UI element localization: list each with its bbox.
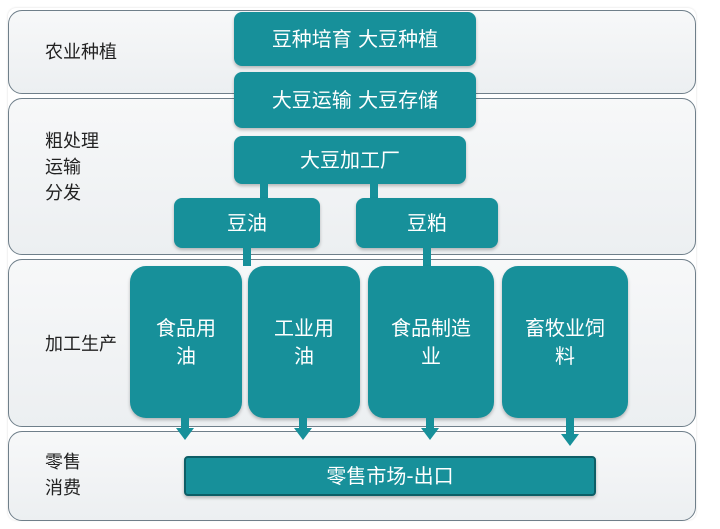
- band-label-consumption: 零售 消费: [45, 452, 81, 499]
- connector-oil-down: [243, 248, 251, 266]
- food-oil-box: 食品用 油: [130, 266, 242, 418]
- arrow-down-food-oil: [176, 428, 194, 440]
- transport-box: 大豆运输 大豆存储: [234, 72, 476, 128]
- band-label-distribution: 粗处理 运输 分发: [45, 131, 99, 204]
- soy-oil-box: 豆油: [174, 198, 320, 248]
- arrow-stem-food-manufacturing: [426, 418, 434, 430]
- arrow-stem-industrial-oil: [299, 418, 307, 430]
- arrow-down-industrial-oil: [294, 428, 312, 440]
- arrow-down-livestock-feed: [561, 434, 579, 446]
- band-distribution: 粗处理 运输 分发: [8, 98, 696, 255]
- retail-box: 零售市场-出口: [184, 456, 596, 496]
- arrow-stem-livestock-feed: [566, 418, 574, 436]
- food-manufacturing-box: 食品制造 业: [368, 266, 494, 418]
- livestock-feed-box: 畜牧业饲 料: [502, 266, 628, 418]
- soy-meal-box: 豆粕: [356, 198, 498, 248]
- connector-soy-meal: [370, 184, 378, 198]
- arrow-stem-food-oil: [181, 418, 189, 430]
- factory-box: 大豆加工厂: [234, 136, 466, 184]
- connector-soy-oil: [260, 184, 268, 198]
- industrial-oil-box: 工业用 油: [248, 266, 360, 418]
- connector-meal-down: [423, 248, 431, 266]
- band-label-agriculture: 农业种植: [45, 42, 117, 63]
- band-label-processing: 加工生产: [45, 334, 117, 355]
- cultivation-box: 豆种培育 大豆种植: [234, 12, 476, 66]
- arrow-down-food-manufacturing: [421, 428, 439, 440]
